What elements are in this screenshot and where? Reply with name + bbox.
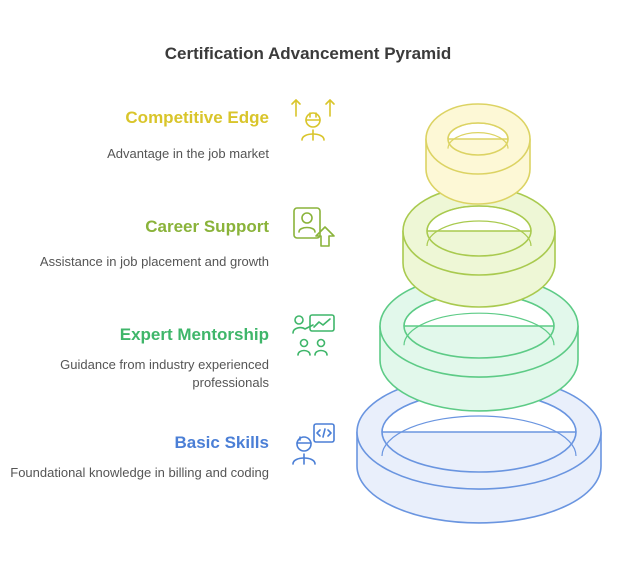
person-arrows-up-icon (288, 96, 340, 144)
diagram-title: Certification Advancement Pyramid (164, 44, 452, 63)
person-arrow-up-icon (288, 204, 340, 252)
level-desc-basic-skills: Foundational knowledge in billing and co… (10, 465, 269, 480)
mentor-group-icon (288, 311, 340, 359)
level-desc-competitive-edge: Advantage in the job market (107, 146, 269, 161)
level-title-basic-skills: Basic Skills (174, 433, 269, 452)
ring-basic-skills (356, 374, 602, 524)
level-desc-expert-mentorship: Guidance from industry experienced profe… (60, 357, 269, 390)
level-title-competitive-edge: Competitive Edge (125, 108, 269, 127)
ring-expert-mentorship (379, 274, 579, 412)
ring-competitive-edge (425, 103, 531, 205)
worker-code-icon (288, 420, 340, 468)
level-title-career-support: Career Support (145, 217, 269, 236)
ring-career-support (402, 186, 556, 308)
level-desc-career-support: Assistance in job placement and growth (39, 254, 269, 269)
level-title-expert-mentorship: Expert Mentorship (119, 325, 269, 344)
